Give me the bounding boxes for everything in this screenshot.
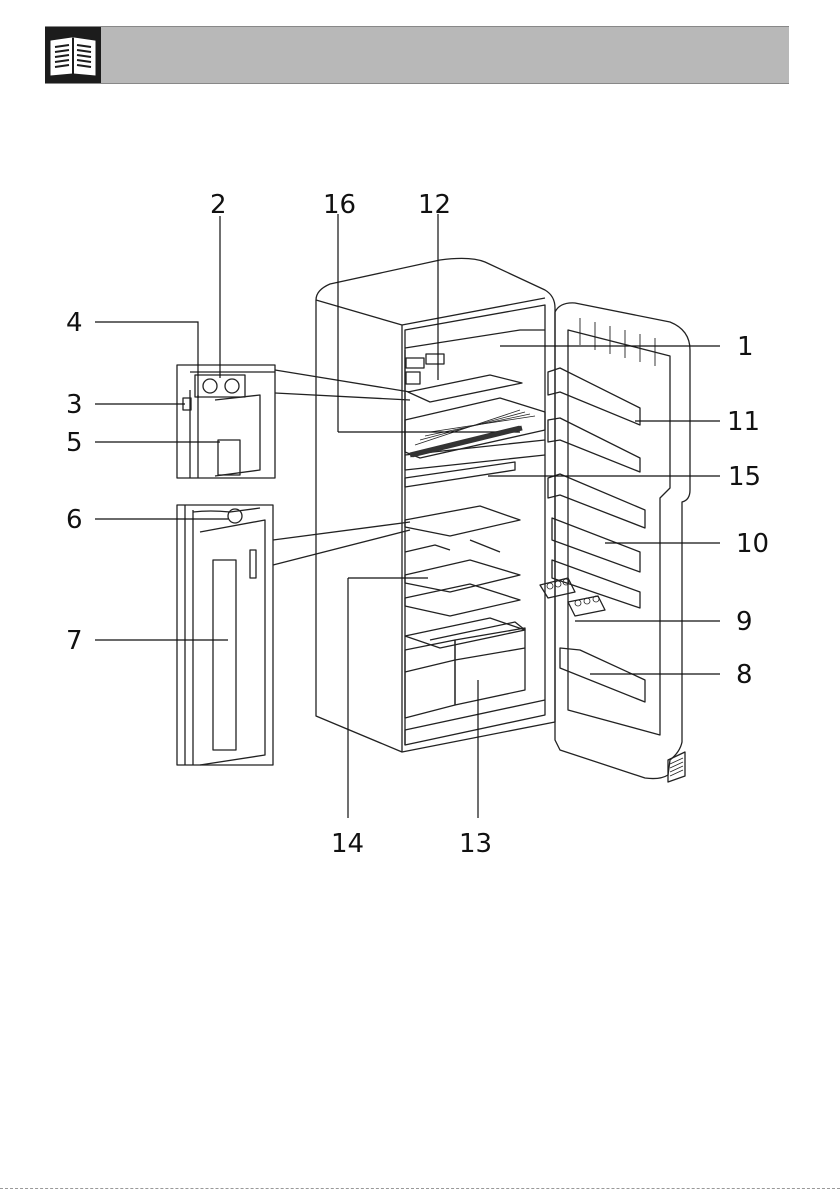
- crisper-drawer-left: [405, 640, 455, 718]
- label-16: 16: [323, 192, 356, 218]
- label-7: 7: [66, 628, 83, 654]
- label-15: 15: [728, 464, 761, 490]
- label-6: 6: [66, 507, 83, 533]
- label-9: 9: [736, 609, 753, 635]
- freezer-compartment: [405, 330, 545, 348]
- label-8: 8: [736, 662, 753, 688]
- label-1: 1: [737, 334, 754, 360]
- label-2: 2: [210, 192, 227, 218]
- label-3: 3: [66, 392, 83, 418]
- cabinet-body: [316, 258, 555, 752]
- label-5: 5: [66, 430, 83, 456]
- label-4: 4: [66, 310, 83, 336]
- label-11: 11: [727, 409, 760, 435]
- crisper-drawer-right: [455, 628, 525, 705]
- label-13: 13: [459, 831, 492, 857]
- page-bottom-rule: [0, 1188, 840, 1189]
- detail-box-thermostat: [177, 505, 273, 765]
- label-14: 14: [331, 831, 364, 857]
- label-12: 12: [418, 192, 451, 218]
- label-10: 10: [736, 531, 769, 557]
